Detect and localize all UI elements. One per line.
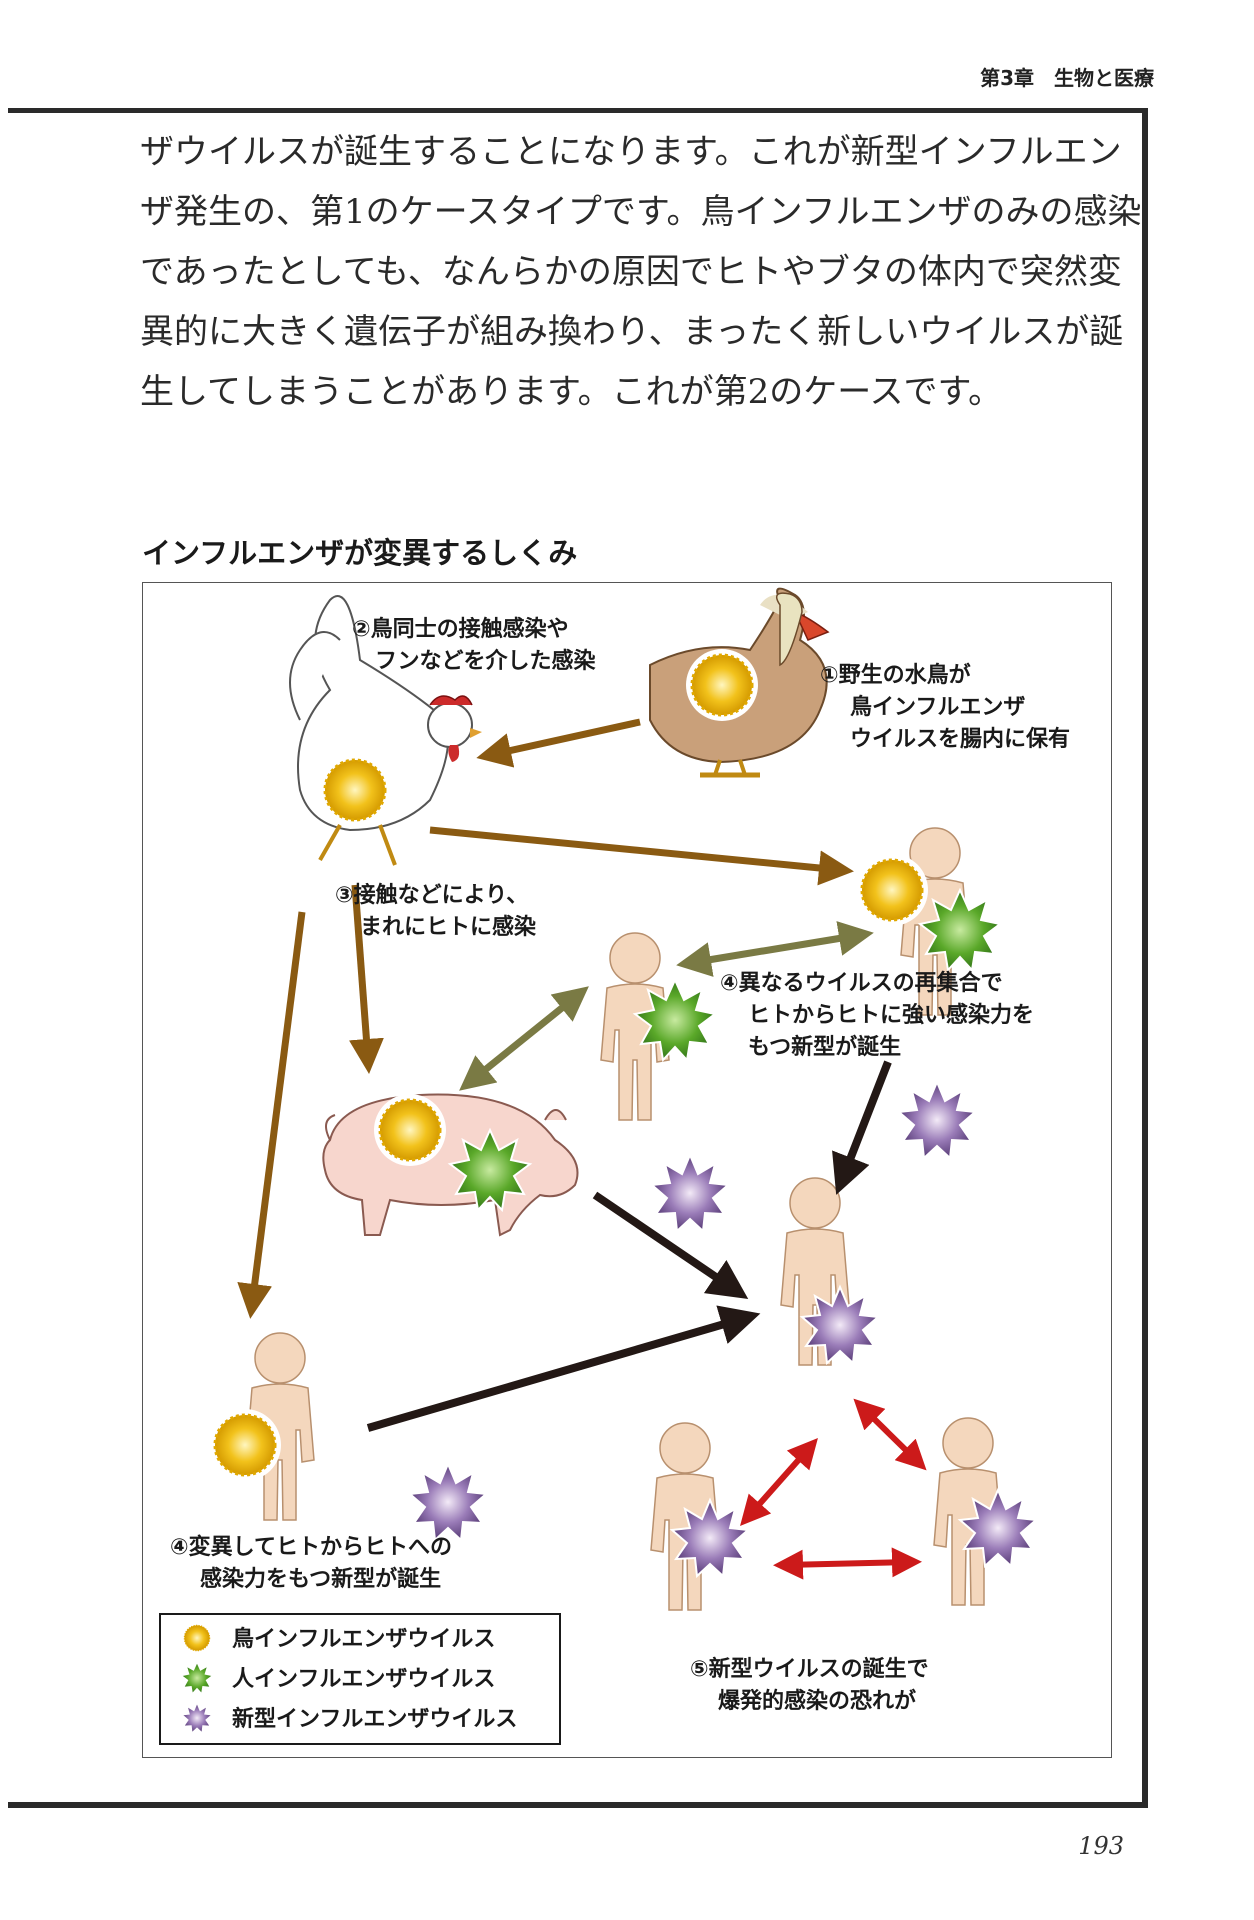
arrow-red-spread-3 (773, 1547, 922, 1580)
label-4-left-line2: 感染力をもつ新型が誕生 (200, 1566, 441, 1592)
legend-new-label: 新型インフルエンザウイルス (232, 1706, 517, 1732)
body-line: ザウイルスが誕生することになります。これが新型インフルエン (140, 132, 1122, 172)
label-3-line1: ③接触などにより、 (335, 882, 528, 908)
bird-virus-icon (317, 752, 393, 828)
body-line: 異的に大きく遺伝子が組み換わり、まったく新しいウイルスが誕 (140, 312, 1124, 352)
body-text: ザウイルスが誕生することになります。これが新型インフルエン ザ発生の、第1のケー… (140, 122, 1142, 422)
label-4-right-line3: もつ新型が誕生 (748, 1034, 901, 1060)
label-4-right-line2: ヒトからヒトに強い感染力を (748, 1002, 1034, 1028)
figure-title: インフルエンザが変異するしくみ (142, 536, 578, 570)
legend: 鳥インフルエンザウイルス 人インフルエンザウイルス 新型インフルエンザウイルス (159, 1613, 561, 1745)
bird-virus-icon (854, 852, 930, 928)
new-virus-icon (898, 1081, 976, 1159)
arrow-red-spread-1 (740, 1438, 818, 1526)
page-number: 193 (1078, 1832, 1124, 1860)
bird-virus-icon (207, 1407, 283, 1483)
label-5-line1: ⑤新型ウイルスの誕生で (690, 1656, 929, 1682)
legend-human-label: 人インフルエンザウイルス (232, 1667, 495, 1692)
label-2-line1: ②鳥同士の接触感染や (352, 616, 569, 642)
label-2-line2: フンなどを介した感染 (375, 648, 595, 674)
label-4-right-line1: ④異なるウイルスの再集合で (720, 970, 1003, 996)
label-3-line2: まれにヒトに感染 (360, 914, 536, 940)
arrow-left-person-to-new-host (366, 1305, 761, 1432)
bird-virus-icon (372, 1092, 448, 1168)
chapter-header: 第3章 生物と医療 (980, 66, 1154, 90)
label-1-line1: ①野生の水鳥が (820, 662, 971, 688)
arrow-pig-to-new-host (592, 1191, 749, 1299)
label-1-line2: 鳥インフルエンザ (850, 694, 1025, 720)
new-virus-icon (409, 1463, 487, 1541)
arrow-chicken-to-pig (348, 884, 384, 1074)
arrow-chicken-to-person (429, 826, 854, 886)
arrow-chicken-to-person-left (237, 911, 306, 1319)
arrow-red-spread-2 (853, 1398, 927, 1471)
new-virus-icon (651, 1154, 729, 1232)
legend-bird-label: 鳥インフルエンザウイルス (232, 1626, 495, 1652)
legend-bird-virus-icon (181, 1622, 213, 1654)
figure-box (142, 582, 1112, 1758)
body-line: ザ発生の、第1のケースタイプです。鳥インフルエンザのみの感染 (140, 192, 1142, 232)
arrow-person-pig-exchange (459, 986, 589, 1091)
arrow-person-to-new-host (832, 1060, 892, 1195)
label-5-line2: 爆発的感染の恐れが (718, 1688, 916, 1714)
page-frame (8, 108, 1148, 1808)
body-line: であったとしても、なんらかの原因でヒトやブタの体内で突然変 (140, 252, 1122, 292)
arrow-duck-to-chicken (476, 718, 641, 768)
label-1-line3: ウイルスを腸内に保有 (850, 726, 1070, 752)
arrow-person-person-exchange (676, 921, 874, 977)
body-line: 生してしまうことがあります。これが第2のケースです。 (140, 372, 1003, 412)
bird-virus-icon (684, 647, 760, 723)
label-4-left-line1: ④変異してヒトからヒトへの (170, 1534, 452, 1560)
